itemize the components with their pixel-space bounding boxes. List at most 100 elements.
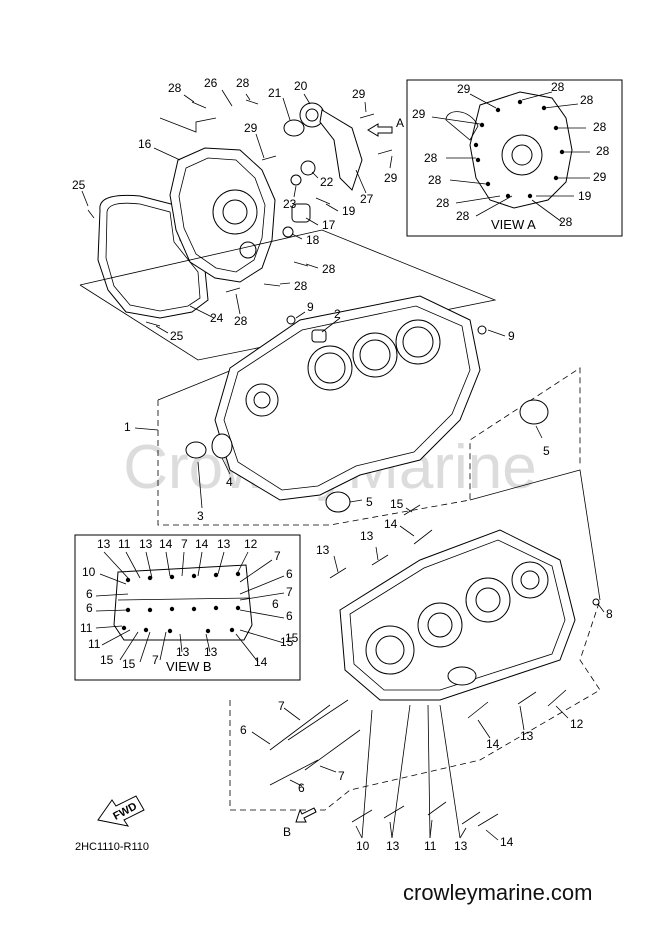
callout: 6 (298, 781, 305, 795)
view-b-callout: 11 (118, 537, 131, 551)
lower-crankcase-group: B (229, 469, 605, 841)
plug-17 (291, 203, 311, 223)
callout: 4 (226, 475, 233, 489)
dowel-2 (311, 329, 327, 343)
view-a-title: VIEW A (491, 217, 536, 232)
callout: 13 (316, 543, 330, 557)
callout: 13 (454, 839, 468, 853)
view-b-callout: 14 (159, 537, 173, 551)
view-a-callout: 28 (428, 173, 442, 187)
view-b-callout: 13 (217, 537, 231, 551)
view-a-callout: 19 (578, 189, 592, 203)
view-b-callout: 7 (274, 549, 281, 563)
callout: 17 (322, 218, 336, 232)
circlip-21 (283, 119, 305, 137)
view-b-callout: 15 (122, 657, 136, 671)
callout: 5 (543, 444, 550, 458)
view-a-callout: 28 (596, 144, 610, 158)
view-b-callout: 6 (286, 567, 293, 581)
arrow-b (295, 807, 317, 823)
view-b-callout: 6 (86, 587, 93, 601)
view-b-callout: 13 (176, 645, 190, 659)
view-a-frame (406, 79, 623, 237)
view-b-callout: 7 (181, 537, 188, 551)
view-b-callout: 13 (97, 537, 111, 551)
view-a-callout: 28 (551, 80, 565, 94)
fwd-arrow: FWD (97, 795, 145, 827)
view-b-callout: 13 (139, 537, 153, 551)
callout-labels: 28 26 28 21 20 29 29 16 23 22 27 29 25 1… (72, 76, 613, 853)
view-a-callout: 28 (559, 215, 573, 229)
o-ring-23 (290, 174, 302, 186)
callout: 8 (606, 607, 613, 621)
callout: 29 (244, 121, 258, 135)
callout: 9 (307, 300, 314, 314)
callout: 13 (520, 729, 534, 743)
mount-5-upper (519, 399, 549, 425)
callout: 20 (294, 79, 308, 93)
callout: 3 (197, 509, 204, 523)
callout: 23 (283, 197, 297, 211)
view-a-callout: 29 (412, 107, 426, 121)
callout: 14 (384, 517, 398, 531)
upper-crankcase-group (134, 295, 581, 526)
gasket-24 (97, 194, 209, 319)
crankcase-cover-group: A (81, 89, 404, 334)
callout: 22 (320, 175, 334, 189)
view-b-title: VIEW B (166, 659, 212, 674)
view-a-callout: 29 (457, 82, 471, 96)
dowel-8 (592, 598, 600, 606)
callout: 27 (360, 192, 374, 206)
view-b-callout: 10 (82, 565, 96, 579)
website-footer: crowleymarine.com (403, 880, 593, 905)
dowel-9a (286, 315, 296, 325)
view-a-callout: 28 (436, 196, 450, 210)
view-a-callout: 29 (593, 170, 607, 184)
callout: 19 (342, 204, 356, 218)
callout: 28 (168, 81, 182, 95)
view-b-callout: 6 (272, 597, 279, 611)
arrow-a-label: A (396, 116, 404, 130)
callout: 24 (210, 311, 224, 325)
callout: 7 (278, 699, 285, 713)
callout: 2 (334, 307, 341, 321)
callout: 12 (570, 717, 584, 731)
callout: 28 (294, 279, 308, 293)
o-ring-4 (211, 433, 233, 459)
view-b-callout: 11 (80, 621, 93, 635)
callout: 16 (138, 137, 152, 151)
callout: 14 (500, 835, 514, 849)
arrow-b-label: B (283, 825, 291, 839)
callout: 25 (170, 329, 184, 343)
view-a-callout: 28 (580, 93, 594, 107)
view-b-callout: 12 (244, 537, 258, 551)
view-b-callout: 14 (254, 655, 268, 669)
callout: 7 (338, 769, 345, 783)
view-b-callout: 7 (152, 653, 159, 667)
callout: 18 (306, 233, 320, 247)
view-b-callout: 15 (100, 653, 114, 667)
view-b-callout: 15 (280, 635, 294, 649)
callout: 28 (236, 76, 250, 90)
view-b-inset: 13 11 13 14 7 14 13 12 7 10 6 6 6 7 6 6 … (74, 534, 301, 681)
view-a-callout: 28 (593, 120, 607, 134)
callout: 14 (486, 737, 500, 751)
view-a-inset: 29 28 28 29 28 28 28 28 29 28 28 19 28 V… (406, 79, 623, 237)
view-b-callout: 6 (286, 609, 293, 623)
view-b-callout: 6 (86, 601, 93, 615)
callout: 15 (390, 497, 404, 511)
view-a-callout: 28 (456, 209, 470, 223)
callout: 21 (268, 86, 282, 100)
plug-3 (185, 441, 207, 459)
dowel-9b (477, 325, 487, 335)
callout: 13 (386, 839, 400, 853)
o-ring-18 (282, 226, 294, 238)
view-b-callout: 7 (286, 585, 293, 599)
view-b-callout: 11 (88, 637, 101, 651)
callout: 1 (124, 420, 131, 434)
view-b-callout: 13 (204, 645, 218, 659)
callout: 10 (356, 839, 370, 853)
view-b-callout: 14 (195, 537, 209, 551)
mount-5-lower (325, 491, 351, 513)
